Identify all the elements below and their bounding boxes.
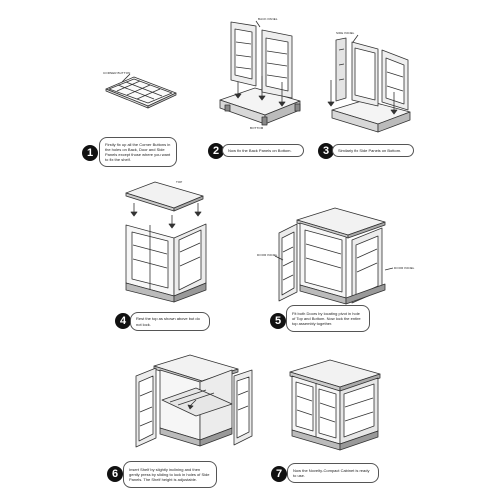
step-7-text: Now the Novelty-Compact Cabinet is ready… — [293, 467, 370, 478]
label-bottom: BOTTOM — [250, 126, 264, 130]
label-top: TOP — [176, 180, 183, 184]
step-5-text: Fit both Doors by locating pivot in hole… — [292, 310, 361, 327]
step-7-caption: Now the Novelty-Compact Cabinet is ready… — [287, 463, 379, 483]
label-corner-buttons: CORNER BUTTON — [103, 71, 131, 75]
step-1-text: Firstly fix up all the Corner Buttons in… — [105, 141, 171, 163]
step-4-caption: Rest the top as shown above but do not l… — [130, 312, 210, 331]
step-2-number: 2 — [208, 143, 224, 159]
label-door-panel-right: DOOR PANEL — [394, 266, 415, 270]
step-2-caption: Now fix the Back Panels on Bottom. — [222, 144, 304, 157]
step-6-number: 6 — [107, 466, 123, 482]
step-1-illustration — [105, 73, 177, 109]
step-4-text: Rest the top as shown above but do not l… — [136, 316, 200, 327]
step-3-caption: Similarly fix Side Panels on Bottom. — [332, 144, 414, 157]
step-6-caption: Insert Shelf by slightly inclining and t… — [123, 461, 217, 488]
step-1-caption: Firstly fix up all the Corner Buttons in… — [99, 137, 177, 167]
step-6-text: Insert Shelf by slightly inclining and t… — [129, 466, 210, 483]
step-2-text: Now fix the Back Panels on Bottom. — [228, 147, 292, 153]
step-3-number: 3 — [318, 143, 334, 159]
step-4-illustration — [125, 181, 207, 303]
step-1-number: 1 — [82, 145, 98, 161]
step-5-number: 5 — [270, 313, 286, 329]
step-7-illustration — [289, 359, 381, 451]
label-side-panel: SIDE PANEL — [336, 31, 355, 35]
step-3-illustration — [327, 34, 411, 133]
step-5-caption: Fit both Doors by locating pivot in hole… — [286, 305, 370, 332]
step-2-illustration — [219, 20, 301, 126]
step-6-illustration — [135, 354, 253, 448]
step-3-text: Similarly fix Side Panels on Bottom. — [338, 147, 402, 153]
step-4-number: 4 — [115, 313, 131, 329]
label-back-panel: BACK PANEL — [258, 17, 278, 21]
step-5-illustration — [274, 207, 394, 305]
step-7-number: 7 — [271, 466, 287, 482]
label-door-panel-left: DOOR PANEL — [257, 253, 278, 257]
